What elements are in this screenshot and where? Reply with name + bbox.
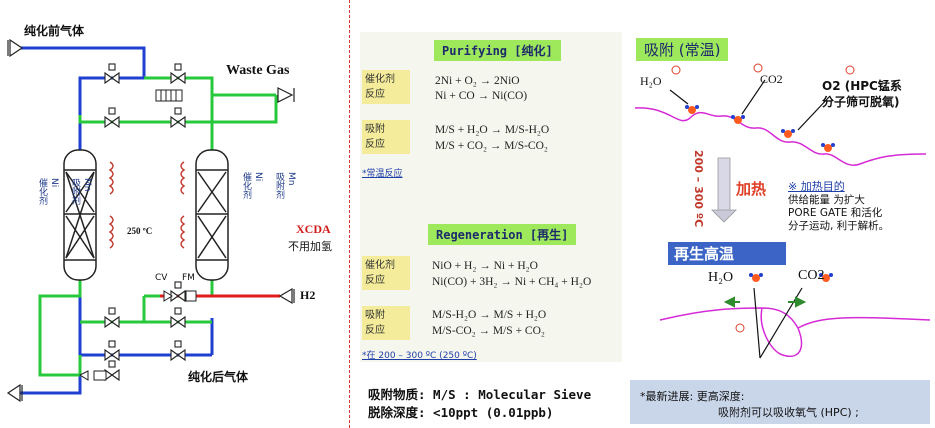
temp-vertical-label: 200 – 300 ºC [692,150,705,228]
inlet-label: 纯化前气体 [24,24,85,38]
gas-molecule-icons [671,63,855,75]
regen-h2o-label: H₂O [708,270,734,285]
mechanism-diagram [634,63,930,359]
xcda-label: XCDA [296,222,331,236]
regen-title: 再生高温 [668,242,786,265]
waste-label: Waste Gas [226,63,290,78]
section-divider [349,0,350,428]
temperature-label: 250 ºC [127,226,153,236]
regen-adsorb-label: 吸附 反应 [362,306,410,340]
left-column-label: Mn 吸附剂 Ni 催化剂 [37,178,92,205]
heating-arrow-icon [717,157,731,213]
cv-label: CV [155,273,168,283]
regen-catalyst-label: 催化剂 反应 [362,256,410,290]
regeneration-header: Regeneration [再生] [428,224,577,245]
co2-label: CO2 [760,72,783,86]
heating-purpose-body: 供给能量 为扩大 PORE GATE 和活化 分子运动, 利于解析。 [788,194,890,232]
outlet-arrow-icon [6,383,21,403]
purify-catalyst-eq2: Ni + CO → Ni(CO) [435,90,528,102]
h2-label: H2 [300,288,316,302]
adsorbent-surface-line [634,107,927,166]
latest-progress-line1: *最新进展: 更高深度: [640,390,745,403]
filter-outlet-icon [93,370,107,381]
fm-label: FM [182,273,195,283]
room-temp-note: *常温反应 [362,169,403,179]
filter-block-icon [155,89,183,102]
adsorbed-molecule-icons [685,105,835,152]
left-column [63,149,97,281]
check-valve-icon [163,290,173,302]
heating-label: 加热 [736,180,767,198]
adsorption-title: 吸附 (常温) [636,38,729,61]
purifying-header: Purifying [纯化] [434,40,561,61]
heating-purpose-title: ※ 加热目的 [788,180,845,193]
regen-catalyst-eq2: Ni(CO) + 3H₂ → Ni + CH₄ + H₂O [432,276,592,288]
right-column [195,149,229,281]
purify-catalyst-eq1: 2Ni + O₂ → 2NiO [435,75,520,87]
h2-arrow-icon [278,287,293,305]
regen-adsorb-eq1: M/S-H₂O → M/S + H₂O [432,309,547,321]
depth-line: 脱除深度: <10ppt (0.01ppb) [368,405,554,420]
regen-surface-line [659,307,930,357]
regen-co2-label: CO2 [798,268,825,283]
adsorbent-line: 吸附物质: M/S : Molecular Sieve [368,387,592,402]
valve-icons [104,63,186,382]
temp-range-note: *在 200 – 300 ºC (250 ºC) [362,351,477,361]
latest-progress-box [630,380,930,424]
o2-label: O2 (HPC锰系 分子筛可脱氧) [822,79,902,109]
latest-progress-line2: 吸附剂可以吸收氧气 (HPC) ; [718,406,859,419]
check-valve-outlet-icon [78,370,89,381]
right-column-label: Mn 吸附剂 Ni 催化剂 [241,172,296,199]
inlet-arrow-icon [9,38,24,58]
flow-meter-icon [185,290,197,302]
purify-adsorb-label: 吸附 反应 [362,120,410,154]
waste-arrow-icon [277,87,294,103]
outlet-label: 纯化后气体 [188,370,249,384]
regen-catalyst-eq1: NiO + H₂ → Ni + H₂O [432,260,538,272]
regen-adsorb-eq2: M/S-CO₂ → M/S + CO₂ [432,325,545,337]
desorb-direction-arrows [723,296,807,308]
no-h2-label: 不用加氢 [288,240,332,253]
heater-coils [108,161,186,249]
purify-catalyst-label: 催化剂 反应 [362,70,410,104]
h2o-label: H₂O [640,74,662,88]
desorbed-molecule-icons [749,273,833,282]
process-flow-diagram [6,38,295,403]
purify-adsorb-eq2: M/S + CO₂ → M/S-CO₂ [435,140,548,152]
purify-adsorb-eq1: M/S + H₂O → M/S-H₂O [435,124,550,136]
